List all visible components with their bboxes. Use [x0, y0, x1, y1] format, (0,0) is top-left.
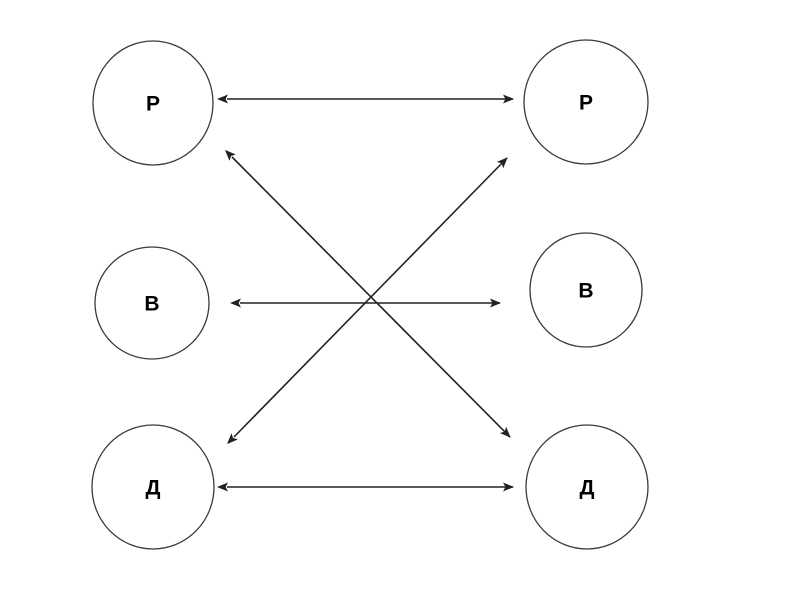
node-left-top[interactable]: Р: [92, 40, 214, 166]
node-circle-right-middle: [529, 232, 643, 348]
node-circle-right-top: [523, 39, 649, 165]
node-right-top[interactable]: Р: [523, 39, 649, 165]
node-label-right-top: Р: [579, 92, 593, 115]
node-circle-right-bottom: [525, 424, 649, 550]
nodes-layer: Р Р В В Д Д: [91, 39, 649, 550]
node-left-bottom[interactable]: Д: [91, 424, 215, 550]
node-label-left-top: Р: [146, 93, 160, 116]
node-right-middle[interactable]: В: [529, 232, 643, 348]
edge-diagonal-up: [227, 157, 508, 445]
node-circle-left-top: [92, 40, 214, 166]
node-left-middle[interactable]: В: [94, 246, 210, 360]
node-label-right-middle: В: [578, 280, 593, 303]
node-circle-left-middle: [94, 246, 210, 360]
node-right-bottom[interactable]: Д: [525, 424, 649, 550]
node-label-right-bottom: Д: [580, 477, 595, 500]
node-label-left-middle: В: [144, 293, 159, 316]
edges-layer: [217, 94, 514, 492]
node-circle-left-bottom: [91, 424, 215, 550]
node-label-left-bottom: Д: [146, 477, 161, 500]
